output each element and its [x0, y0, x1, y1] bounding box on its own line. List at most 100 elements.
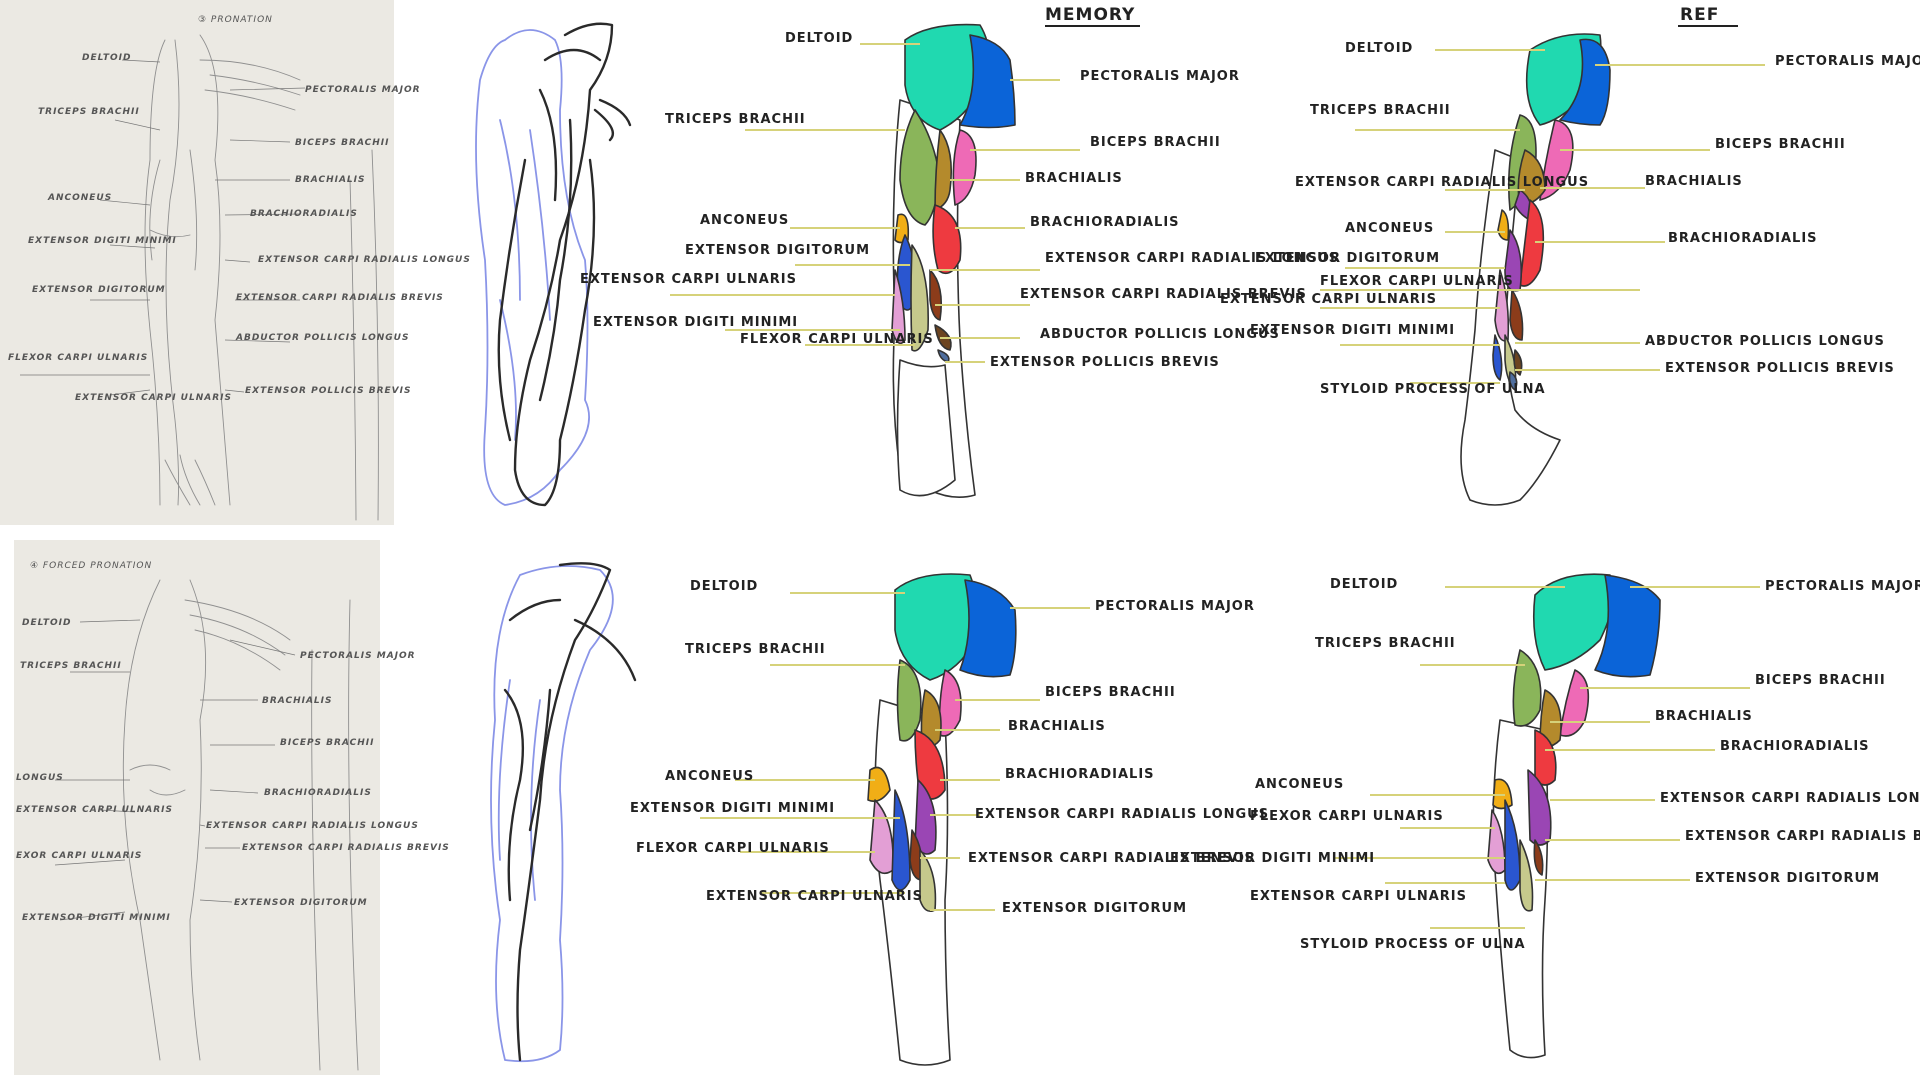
muscle-label: ANCONEUS: [700, 213, 789, 228]
muscle-extensor-digiti-minimi: [891, 789, 911, 891]
muscle-deltoid: [1532, 573, 1615, 671]
pencil-label: ANCONEUS: [47, 193, 112, 203]
pencil-label: BRACHIORADIALIS: [264, 788, 372, 798]
muscle-label: EXTENSOR DIGITORUM: [1695, 871, 1880, 886]
pencil-label: EXTENSOR DIGITI MINIMI: [28, 236, 177, 246]
arm-top-memory-labels: DELTOID PECTORALIS MAJOR TRICEPS BRACHII…: [580, 31, 1339, 370]
muscle-abductor-pollicis-longus: [1513, 349, 1523, 376]
pencil-label: TRICEPS BRACHII: [38, 107, 140, 117]
ref-header: REF: [1680, 5, 1719, 25]
muscle-label: BICEPS BRACHII: [1715, 137, 1846, 152]
muscle-label: EXTENSOR DIGITORUM: [1255, 251, 1440, 266]
pencil-label: PECTORALIS MAJOR: [300, 651, 416, 661]
pencil-label: PECTORALIS MAJOR: [305, 85, 421, 95]
muscle-brachioradialis: [932, 204, 962, 275]
muscle-extensor-pollicis-brevis: [1508, 371, 1518, 391]
line-art-arm-top: [475, 22, 632, 507]
muscle-anconeus: [1492, 778, 1513, 810]
pencil-label: BRACHIALIS: [262, 696, 333, 706]
muscle-label: DELTOID: [690, 579, 758, 594]
muscle-label: EXTENSOR CARPI ULNARIS: [1250, 889, 1467, 904]
muscle-triceps-brachii: [896, 659, 922, 742]
muscle-label: BRACHIORADIALIS: [1005, 767, 1155, 782]
pencil-sketch-forced-pronation: ④ FORCED PRONATION DELTOID PECTORALIS MA…: [14, 540, 450, 1075]
muscle-label: ABDUCTOR POLLICIS LONGUS: [1645, 334, 1885, 349]
muscle-label: TRICEPS BRACHII: [665, 112, 806, 127]
muscle-label: FLEXOR CARPI ULNARIS: [740, 332, 934, 347]
pencil-label: EXTENSOR CARPI ULNARIS: [75, 393, 232, 403]
muscle-label: EXTENSOR CARPI RADIALIS LONGUS: [1045, 251, 1339, 266]
muscle-anconeus: [867, 766, 891, 803]
arm-top-ref-labels: DELTOID PECTORALIS MAJOR TRICEPS BRACHII…: [1220, 41, 1920, 397]
muscle-label: PECTORALIS MAJOR: [1080, 69, 1240, 84]
muscle-label: TRICEPS BRACHII: [685, 642, 826, 657]
sketch-bottom-labels: DELTOID PECTORALIS MAJOR TRICEPS BRACHII…: [16, 618, 450, 923]
muscle-label: EXTENSOR CARPI ULNARIS: [1220, 292, 1437, 307]
muscle-label: EXTENSOR DIGITI MINIMI: [630, 801, 835, 816]
pencil-sketch-pronation: ③ PRONATION DELTOID PECTORALIS MAJOR TRI…: [0, 0, 471, 525]
muscle-label: ANCONEUS: [1255, 777, 1344, 792]
arm-bottom-ref-labels: DELTOID PECTORALIS MAJOR TRICEPS BRACHII…: [1170, 577, 1920, 952]
muscle-pectoralis-major: [959, 34, 1016, 129]
muscle-triceps-brachii: [899, 109, 941, 226]
muscle-label: BRACHIALIS: [1655, 709, 1753, 724]
pencil-label: DELTOID: [22, 618, 71, 628]
pencil-label: DELTOID: [82, 53, 131, 63]
pencil-label: EXTENSOR CARPI RADIALIS LONGUS: [258, 255, 471, 265]
pencil-label: EXTENSOR DIGITI MINIMI: [22, 913, 171, 923]
muscle-label: EXTENSOR DIGITI MINIMI: [1250, 323, 1455, 338]
pencil-label: EXOR CARPI ULNARIS: [16, 851, 142, 861]
muscle-label: EXTENSOR DIGITI MINIMI: [593, 315, 798, 330]
arm-top-memory: [891, 23, 1016, 498]
pencil-label: EXTENSOR CARPI ULNARIS: [16, 805, 173, 815]
muscle-label: DELTOID: [1345, 41, 1413, 56]
muscle-pectoralis-major: [1594, 574, 1661, 678]
muscle-extensor-carpi-radialis-brevis: [929, 269, 943, 321]
pencil-label: EXTENSOR CARPI RADIALIS BREVIS: [236, 293, 444, 303]
pencil-label: EXTENSOR DIGITORUM: [234, 898, 368, 908]
sketch-top-labels: DELTOID PECTORALIS MAJOR TRICEPS BRACHII…: [8, 53, 471, 403]
muscle-label: EXTENSOR DIGITORUM: [1002, 901, 1187, 916]
muscle-label: EXTENSOR POLLICIS BREVIS: [990, 355, 1220, 370]
muscle-label: BRACHIORADIALIS: [1720, 739, 1870, 754]
muscle-triceps-brachii: [1512, 649, 1542, 727]
muscle-label: EXTENSOR CARPI RADIALIS BREVIS: [1020, 287, 1307, 302]
pencil-label: ABDUCTOR POLLICIS LONGUS: [235, 333, 409, 343]
muscle-label: BRACHIALIS: [1645, 174, 1743, 189]
line-art-arm-bottom: [490, 562, 637, 1063]
muscle-biceps-brachii: [938, 669, 962, 737]
muscle-label: TRICEPS BRACHII: [1310, 103, 1451, 118]
pencil-label: EXTENSOR POLLICIS BREVIS: [245, 386, 411, 396]
arm-top-ref-leaders: [1320, 49, 1765, 384]
muscle-biceps-brachii: [952, 129, 977, 206]
pencil-label: FLEXOR CARPI ULNARIS: [8, 353, 148, 363]
pencil-label: BICEPS BRACHII: [280, 738, 375, 748]
muscle-label: EXTENSOR CARPI ULNARIS: [706, 889, 923, 904]
muscle-label: FLEXOR CARPI ULNARIS: [1250, 809, 1444, 824]
muscle-label: BRACHIORADIALIS: [1668, 231, 1818, 246]
muscle-label: EXTENSOR CARPI RADIALIS BREVIS: [968, 851, 1255, 866]
muscle-extensor-digiti-minimi: [1492, 334, 1503, 381]
muscle-label: EXTENSOR DIGITI MINIMI: [1170, 851, 1375, 866]
muscle-label: DELTOID: [1330, 577, 1398, 592]
muscle-flexor-carpi-ulnaris: [910, 244, 929, 352]
muscle-extensor-digitorum: [1519, 839, 1534, 912]
muscle-label: FLEXOR CARPI ULNARIS: [1320, 274, 1514, 289]
muscle-label: PECTORALIS MAJOR: [1765, 579, 1920, 594]
muscle-label: EXTENSOR CARPI RADIALIS LONGUS: [975, 807, 1269, 822]
pencil-label: EXTENSOR CARPI RADIALIS LONGUS: [206, 821, 419, 831]
muscle-extensor-carpi-ulnaris: [891, 269, 906, 345]
muscle-extensor-carpi-radialis-brevis: [1509, 289, 1524, 341]
muscle-label: FLEXOR CARPI ULNARIS: [636, 841, 830, 856]
pencil-label: BRACHIALIS: [295, 175, 366, 185]
arm-bottom-memory: [867, 573, 1017, 1066]
muscle-pectoralis-major: [959, 579, 1017, 678]
muscle-extensor-carpi-radialis-brevis: [1533, 839, 1544, 876]
muscle-brachialis: [934, 129, 953, 211]
muscle-label: BRACHIALIS: [1025, 171, 1123, 186]
pencil-label: EXTENSOR CARPI RADIALIS BREVIS: [242, 843, 450, 853]
muscle-brachioradialis: [1519, 199, 1545, 287]
sketch-caption: ④ FORCED PRONATION: [30, 561, 152, 571]
muscle-label: EXTENSOR DIGITORUM: [685, 243, 870, 258]
